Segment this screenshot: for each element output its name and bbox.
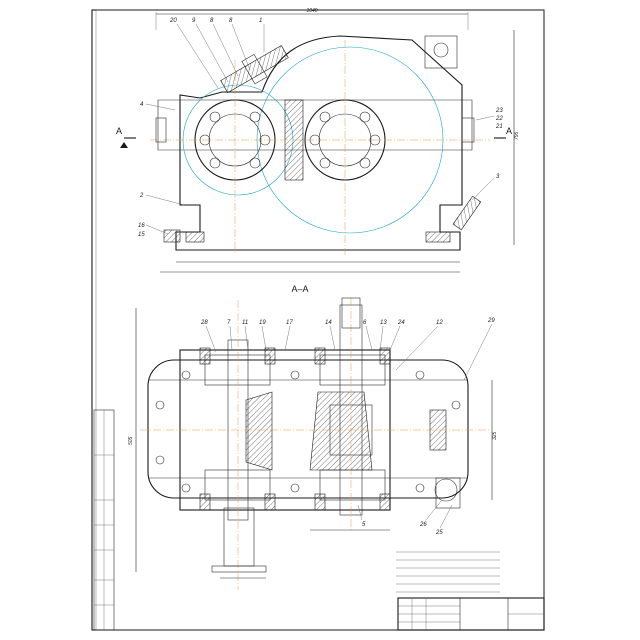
callout: 4 xyxy=(140,102,144,108)
callout: 20 xyxy=(169,18,177,24)
callout: 15 xyxy=(138,232,145,238)
section-view-callouts: 28 7 11 19 17 14 6 13 24 12 29 26 25 5 xyxy=(200,318,495,536)
callout: 8 xyxy=(210,18,214,24)
callout: 2 xyxy=(139,193,144,199)
callout: 3 xyxy=(496,174,500,180)
notes-block xyxy=(396,551,500,593)
title-block xyxy=(397,597,545,631)
callout: 21 xyxy=(495,124,503,130)
dim-height: 795 xyxy=(514,131,520,140)
cut-mark-right: А xyxy=(506,126,512,136)
callout: 17 xyxy=(286,320,293,326)
callout: 16 xyxy=(138,223,145,229)
callout: 26 xyxy=(419,522,427,528)
callout: 28 xyxy=(200,320,208,326)
dim-section-right: 325 xyxy=(492,431,498,440)
callout: 19 xyxy=(259,320,266,326)
callout: 7 xyxy=(227,320,231,326)
callout: 9 xyxy=(192,18,196,24)
cut-mark-left: А xyxy=(116,126,122,136)
callout: 6 xyxy=(363,320,367,326)
dim-section-left: 505 xyxy=(128,436,134,445)
callout: 13 xyxy=(380,320,387,326)
front-view: 1040 795 xyxy=(150,8,520,273)
callout: 29 xyxy=(487,318,495,324)
callout: 12 xyxy=(436,320,443,326)
callout: 25 xyxy=(435,530,443,536)
section-title: А–А xyxy=(291,284,308,294)
callout: 8 xyxy=(229,18,233,24)
sheet-frame xyxy=(91,9,545,631)
callout: 14 xyxy=(325,320,332,326)
callout: 23 xyxy=(495,108,503,114)
front-view-callouts: 20 9 8 8 1 4 2 16 15 23 22 21 3 xyxy=(138,18,503,238)
cutting-plane: А А xyxy=(116,126,512,148)
callout: 22 xyxy=(495,116,503,122)
callout: 1 xyxy=(259,18,262,24)
dim-overall-width: 1040 xyxy=(306,8,317,14)
callout: 5 xyxy=(362,522,366,528)
section-view: 505 325 xyxy=(128,297,498,590)
callout: 11 xyxy=(242,320,248,326)
callout: 24 xyxy=(397,320,405,326)
side-stamp xyxy=(93,409,115,631)
